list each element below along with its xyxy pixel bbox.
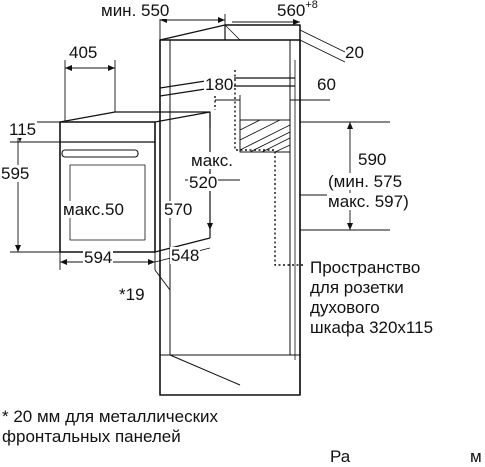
socket-space (239, 119, 291, 153)
socket-note-line-4: шкафа 320x115 (310, 317, 434, 337)
footnote-line-1: * 20 мм для металлических (2, 407, 219, 426)
dim-min-550: мин. 550 (100, 1, 171, 20)
dim-60: 60 (316, 75, 337, 94)
dim-max-597: макс. 597) (327, 192, 410, 211)
dim-595: 595 (0, 164, 31, 183)
socket-note-line-2: для розетки (310, 277, 404, 297)
dim-115: 115 (8, 120, 38, 139)
dim-590: 590 (357, 150, 388, 169)
cropped-text-right: м (470, 447, 482, 466)
socket-note: Пространство для розетки духового шкафа … (310, 258, 482, 338)
socket-note-line-1: Пространство (310, 258, 421, 277)
dim-405: 405 (68, 43, 99, 62)
dim-min-575: (мин. 575 (327, 172, 404, 191)
dim-180: 180 (204, 75, 235, 94)
cropped-text-left: Ра (330, 447, 351, 466)
dim-20: 20 (345, 43, 364, 62)
dim-594: 594 (83, 248, 114, 267)
dim-560: 560+8 (276, 0, 319, 20)
dim-548: 548 (170, 246, 201, 265)
cabinet (159, 24, 301, 396)
socket-note-line-3: духового (310, 297, 380, 317)
footnote: * 20 мм для металлических фронтальных па… (2, 407, 322, 447)
footnote-line-2: фронтальных панелей (2, 426, 181, 446)
dim-570: 570 (163, 200, 194, 219)
arrow-heads (15, 17, 353, 265)
dim-19: *19 (118, 285, 146, 304)
socket-leader (214, 70, 305, 266)
dim-max-label: макс. (190, 151, 234, 170)
dim-max-50: макс.50 (62, 200, 125, 219)
dim-560-value: 560 (277, 1, 306, 20)
dim-560-tolerance: +8 (305, 0, 318, 11)
dim-520: 520 (188, 173, 219, 192)
